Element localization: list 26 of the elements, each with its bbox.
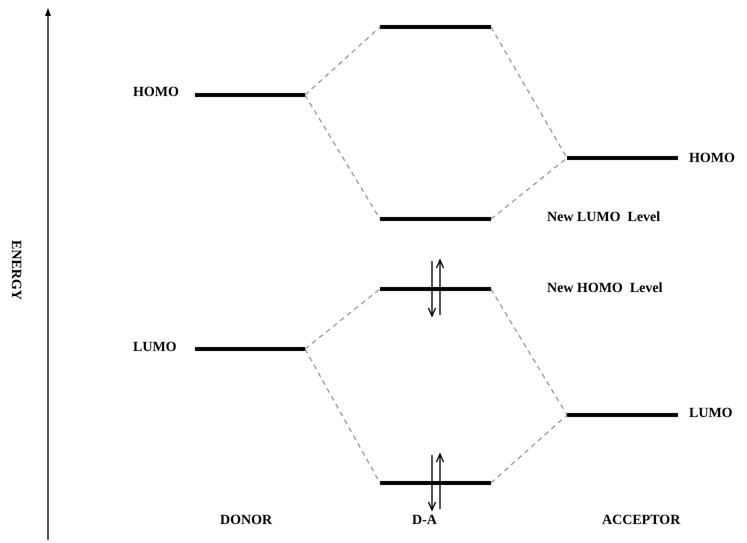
- dashed-connector: [304, 26, 380, 96]
- energy-level-bar: [380, 25, 491, 29]
- energy-level-bar: [567, 413, 678, 417]
- dashed-connector: [304, 348, 381, 484]
- level-label: LUMO: [689, 407, 733, 421]
- level-label: New LUMO Level: [547, 211, 660, 225]
- energy-level-bar: [195, 347, 305, 351]
- dashed-connector: [490, 26, 568, 158]
- level-label: New HOMO Level: [547, 282, 662, 296]
- column-label: ACCEPTOR: [602, 514, 680, 528]
- level-label: LUMO: [133, 341, 177, 355]
- energy-level-bar: [567, 156, 678, 160]
- energy-level-bar: [380, 481, 491, 485]
- dashed-connector: [490, 288, 568, 416]
- level-label: HOMO: [133, 86, 179, 100]
- dashed-connector: [304, 94, 381, 220]
- energy-level-bar: [380, 217, 491, 221]
- column-label: D-A: [412, 514, 437, 528]
- dashed-connector: [490, 158, 568, 220]
- dashed-connector: [304, 288, 380, 350]
- dashed-connector: [490, 414, 568, 484]
- column-label: DONOR: [220, 514, 272, 528]
- energy-level-bar: [380, 287, 491, 291]
- energy-level-bar: [195, 93, 305, 97]
- axis-label: ENERGY: [8, 240, 22, 300]
- level-label: HOMO: [689, 152, 735, 166]
